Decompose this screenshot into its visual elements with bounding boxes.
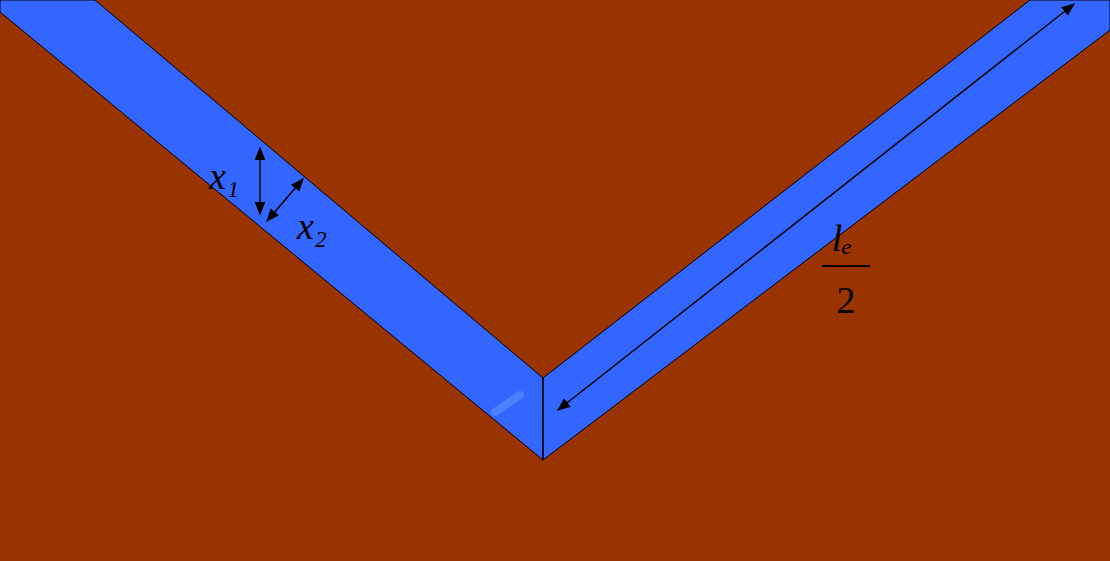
joint-shade (495, 395, 520, 412)
x1-dimension (259, 148, 261, 214)
length-dimension (558, 4, 1074, 410)
right-band (543, 0, 1110, 460)
fraction-bar (822, 265, 870, 267)
joint-line (542, 378, 543, 460)
dimension-label: x₂ (297, 207, 327, 245)
fraction-numerator: lₑ (832, 219, 853, 257)
dimension-label: x₁ (209, 157, 239, 195)
fraction-denominator: 2 (837, 281, 856, 319)
left-band (0, 0, 543, 460)
